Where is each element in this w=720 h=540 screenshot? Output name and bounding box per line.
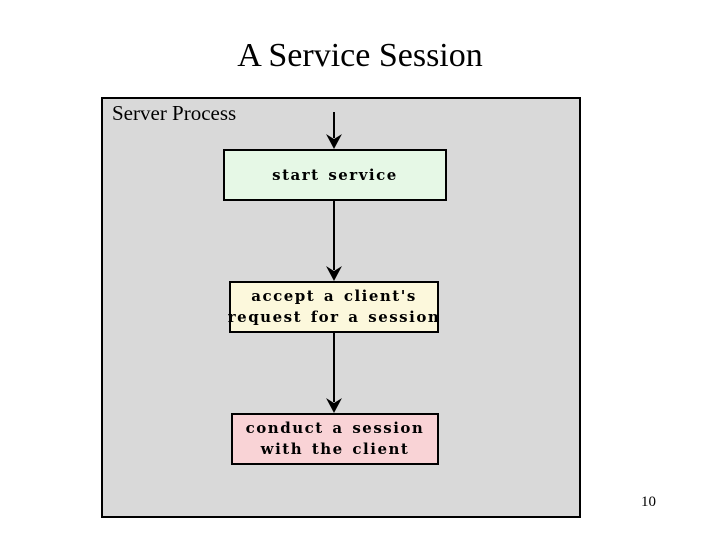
arrow-shaft [333,112,335,138]
node-text: with the client [260,440,410,458]
arrow-down-icon [326,266,342,281]
flow-connector-2 [325,201,343,281]
flow-node-conduct-session: conduct a session with the client [231,413,439,465]
flow-connector-3 [325,333,343,413]
node-text: start service [272,165,398,184]
flow-node-accept-request: accept a client's request for a session [227,281,441,333]
flow-connector-1 [325,112,343,149]
server-process-panel: Server Process start service accept a cl… [101,97,581,518]
flow-node-start-service: start service [223,149,447,201]
slide-title: A Service Session [237,37,483,74]
node-text: conduct a session [245,419,425,437]
node-text: accept a client's [251,287,417,305]
page-number: 10 [641,494,656,510]
panel-label: Server Process [112,101,237,125]
arrow-shaft [333,201,335,270]
arrow-down-icon [326,398,342,413]
node-text: request for a session [227,308,441,326]
arrow-down-icon [326,134,342,149]
arrow-shaft [333,333,335,402]
